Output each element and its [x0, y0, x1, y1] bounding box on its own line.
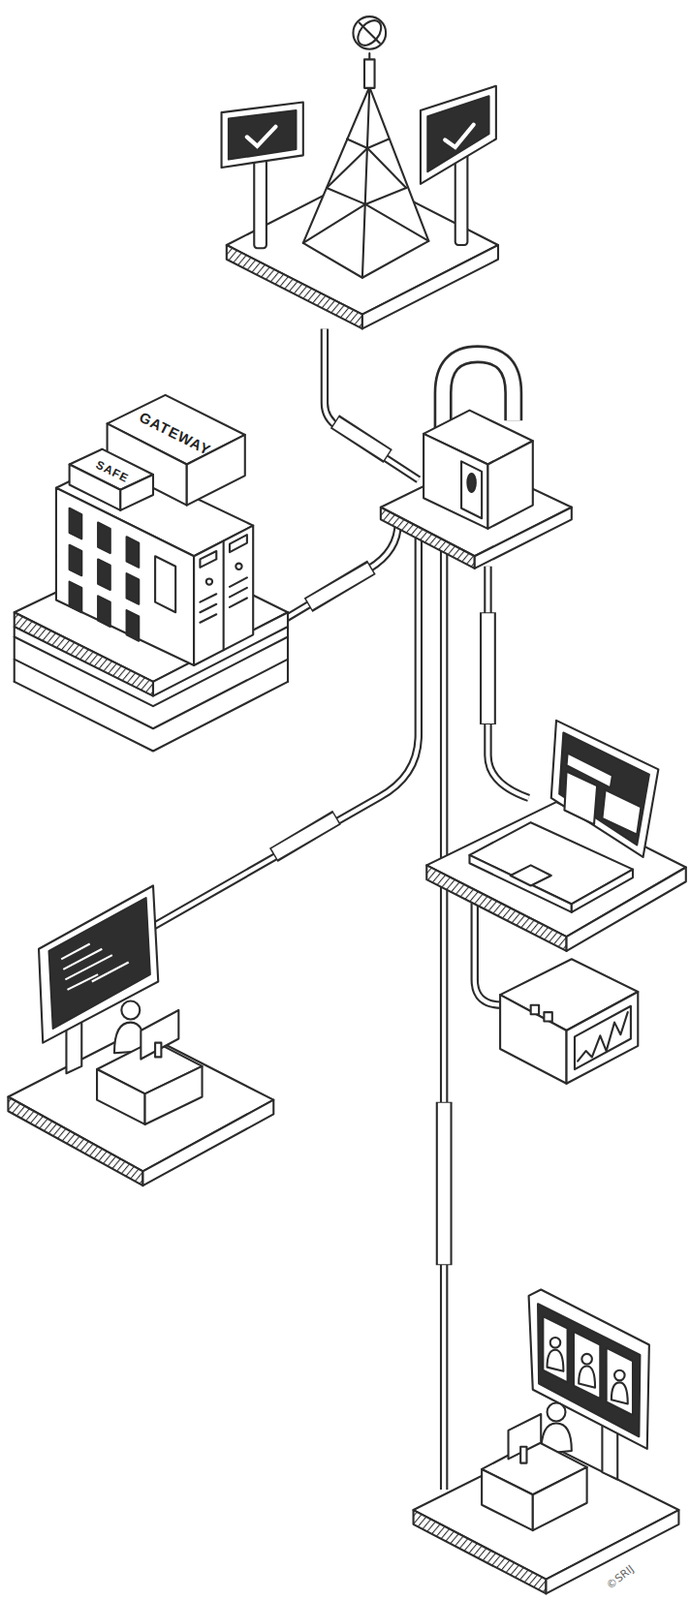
video-station [413, 1290, 680, 1596]
laptop-station [426, 721, 687, 1085]
gateway-building [14, 395, 288, 753]
monitoring-station [7, 885, 274, 1187]
watermark: ©SRIJ [603, 1563, 636, 1593]
lock-hub [380, 354, 572, 569]
tower-station [221, 16, 499, 330]
cables [153, 328, 530, 1491]
